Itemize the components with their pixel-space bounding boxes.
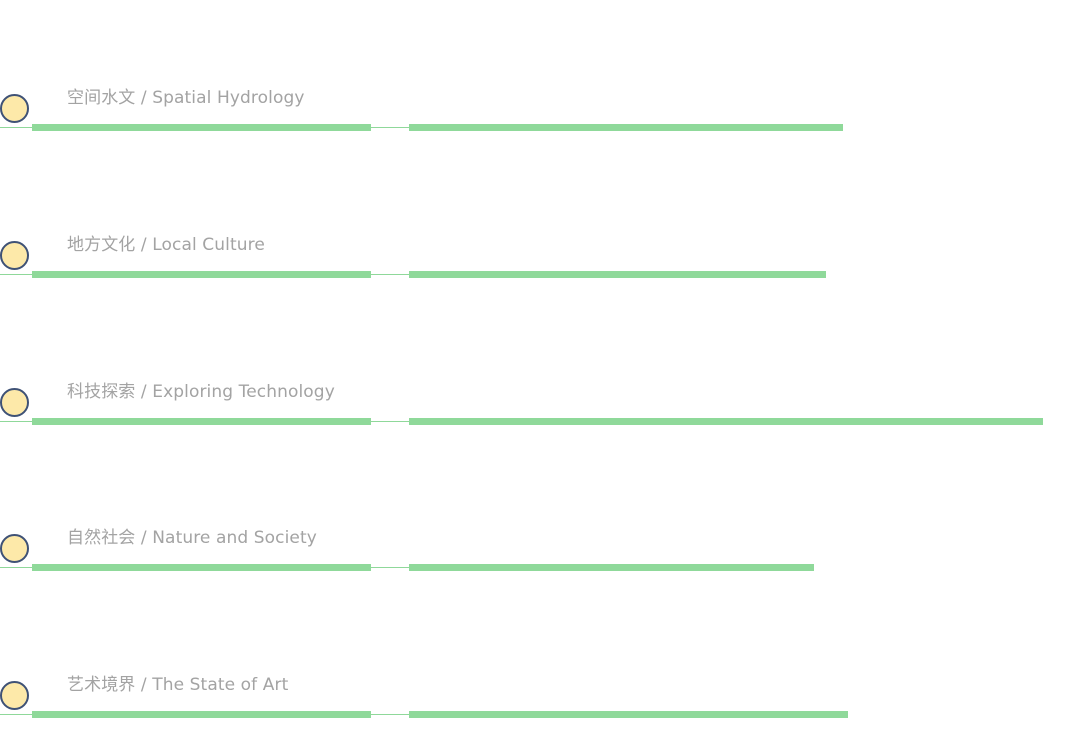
circle-icon [0,388,29,417]
category-title: 地方文化 / Local Culture [67,235,265,255]
category-title: 科技探索 / Exploring Technology [67,382,335,402]
progress-bar-primary [32,124,371,131]
progress-bar-secondary [409,564,814,571]
circle-icon [0,94,29,123]
circle-icon [0,534,29,563]
progress-bar-secondary [409,124,843,131]
progress-bar-primary [32,711,371,718]
progress-bar-primary [32,418,371,425]
circle-icon [0,681,29,710]
category-row[interactable]: 艺术境界 / The State of Art [0,669,1080,729]
category-row[interactable]: 科技探索 / Exploring Technology [0,376,1080,436]
progress-bar-primary [32,564,371,571]
circle-icon [0,241,29,270]
category-title: 空间水文 / Spatial Hydrology [67,88,305,108]
progress-bar-secondary [409,418,1043,425]
progress-bar-primary [32,271,371,278]
progress-bar-secondary [409,711,848,718]
category-row[interactable]: 自然社会 / Nature and Society [0,522,1080,582]
category-row[interactable]: 空间水文 / Spatial Hydrology [0,82,1080,142]
category-row[interactable]: 地方文化 / Local Culture [0,229,1080,289]
category-title: 艺术境界 / The State of Art [67,675,289,695]
progress-bar-secondary [409,271,826,278]
category-title: 自然社会 / Nature and Society [67,528,317,548]
